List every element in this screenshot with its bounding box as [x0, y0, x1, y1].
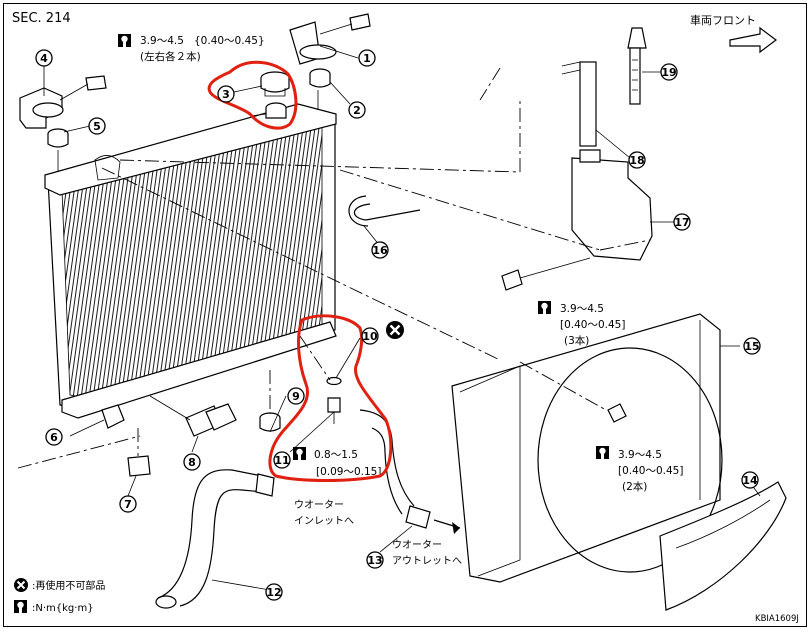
callout-label: 2	[353, 104, 361, 117]
highlight-loop-drain	[268, 314, 393, 482]
callout-label: 1	[363, 52, 371, 65]
lower-shroud	[659, 481, 787, 611]
diagram-frame	[3, 3, 807, 627]
callout-10: 10	[361, 327, 379, 345]
callout-16: 16	[371, 241, 389, 259]
callout-18: 18	[628, 151, 646, 169]
rubber-mount-right	[309, 68, 331, 110]
drain-cock-part	[327, 397, 341, 424]
section-label: SEC. 214	[12, 11, 71, 26]
callout-label: 3	[222, 88, 230, 101]
x-circle-icon	[386, 321, 404, 339]
outlet-label-1: ウオーター	[392, 539, 442, 551]
svg-text:(左右各２本): (左右各２本)	[140, 50, 201, 63]
svg-text:3.9～4.5: 3.9～4.5	[618, 449, 662, 461]
lower-hose	[155, 469, 275, 609]
torque-spec-4: 0.8～1.5 [0.09～0.15]	[293, 447, 381, 478]
callout-5: 5	[88, 117, 106, 135]
radiator-cap-part	[260, 71, 290, 97]
callout-12: 12	[265, 583, 283, 601]
callout-label: 12	[266, 586, 281, 599]
callout-6: 6	[45, 428, 63, 446]
svg-text:0.8～1.5: 0.8～1.5	[314, 449, 358, 461]
outlet-label-2: アウトレットへ	[392, 555, 462, 567]
callout-label: 4	[40, 52, 48, 65]
callout-label: 10	[362, 330, 378, 343]
upper-mount-bracket-right	[289, 13, 371, 65]
lower-mount-rubber	[101, 404, 151, 477]
callout-label: 18	[629, 154, 644, 167]
front-direction-label: 車両フロント	[690, 13, 756, 27]
callout-leaders	[43, 45, 761, 591]
callout-label: 14	[742, 474, 758, 487]
callout-label: 7	[124, 498, 132, 511]
oring-part	[326, 376, 342, 386]
svg-text:(3本): (3本)	[564, 334, 589, 347]
rubber-mount-left	[47, 128, 69, 172]
callout-label: 6	[50, 431, 58, 444]
callout-14: 14	[741, 471, 759, 489]
highlight-loop-cap	[207, 60, 298, 130]
callout-3: 3	[217, 85, 235, 103]
callout-label: 15	[744, 340, 759, 353]
legend-not-reusable: :再使用不可部品	[14, 578, 105, 592]
svg-text:[0.09～0.15]: [0.09～0.15]	[316, 466, 381, 478]
lower-mount-9	[259, 370, 281, 432]
inlet-label-1: ウオーター	[294, 499, 344, 511]
upper-mount-bracket-left	[19, 75, 107, 129]
inlet-label-2: インレットへ	[294, 516, 354, 527]
svg-text::N·m{kg·m}: :N·m{kg·m}	[32, 603, 94, 614]
svg-text:3.9～4.5: 3.9～4.5	[560, 303, 604, 315]
callout-11: 11	[273, 451, 291, 469]
callout-label: 11	[274, 454, 289, 467]
callout-label: 19	[661, 66, 676, 79]
radiator-core	[44, 103, 337, 419]
torque-spec-1: 3.9～4.5 {0.40～0.45} (左右各２本)	[118, 34, 265, 63]
callout-label: 8	[188, 456, 196, 469]
overflow-hose	[348, 195, 421, 227]
callout-15: 15	[743, 337, 761, 355]
svg-text:[0.40～0.45]: [0.40～0.45]	[560, 319, 625, 331]
svg-text:(2本): (2本)	[622, 480, 647, 493]
torque-spec-2: 3.9～4.5 [0.40～0.45] (3本)	[538, 301, 625, 347]
callout-label: 13	[367, 554, 382, 567]
callout-13: 13	[366, 551, 384, 569]
callout-label: 16	[372, 244, 388, 257]
reference-lines	[17, 67, 651, 469]
figure-code: KBIA1609J	[755, 614, 799, 624]
shroud-bolt	[607, 403, 627, 423]
reservoir-bolt	[501, 257, 591, 291]
callout-19: 19	[660, 63, 678, 81]
callout-17: 17	[673, 213, 691, 231]
callout-1: 1	[358, 49, 376, 67]
callout-label: 17	[674, 216, 689, 229]
callout-4: 4	[35, 49, 53, 67]
drain-plug-part	[149, 395, 237, 437]
torque-spec-3: 3.9～4.5 [0.40～0.45] (2本)	[596, 446, 683, 493]
legend-torque-unit: :N·m{kg·m}	[14, 600, 94, 614]
svg-text::再使用不可部品: :再使用不可部品	[32, 579, 105, 592]
svg-text:{0.40～0.45}: {0.40～0.45}	[194, 35, 265, 47]
reservoir-tank	[561, 61, 653, 261]
svg-text:[0.40～0.45]: [0.40～0.45]	[618, 465, 683, 477]
front-arrow-icon	[729, 26, 777, 54]
callout-7: 7	[119, 495, 137, 513]
x-circle-icon	[14, 578, 28, 592]
svg-text:3.9～4.5: 3.9～4.5	[140, 35, 184, 47]
radiator-shroud	[451, 313, 723, 583]
callout-label: 9	[292, 390, 300, 403]
callout-label: 5	[93, 120, 101, 133]
callout-2: 2	[348, 101, 366, 119]
callout-8: 8	[183, 453, 201, 471]
callout-9: 9	[287, 387, 305, 405]
torque-wrench-icon	[14, 600, 27, 613]
reservoir-cap-gauge	[627, 27, 647, 105]
